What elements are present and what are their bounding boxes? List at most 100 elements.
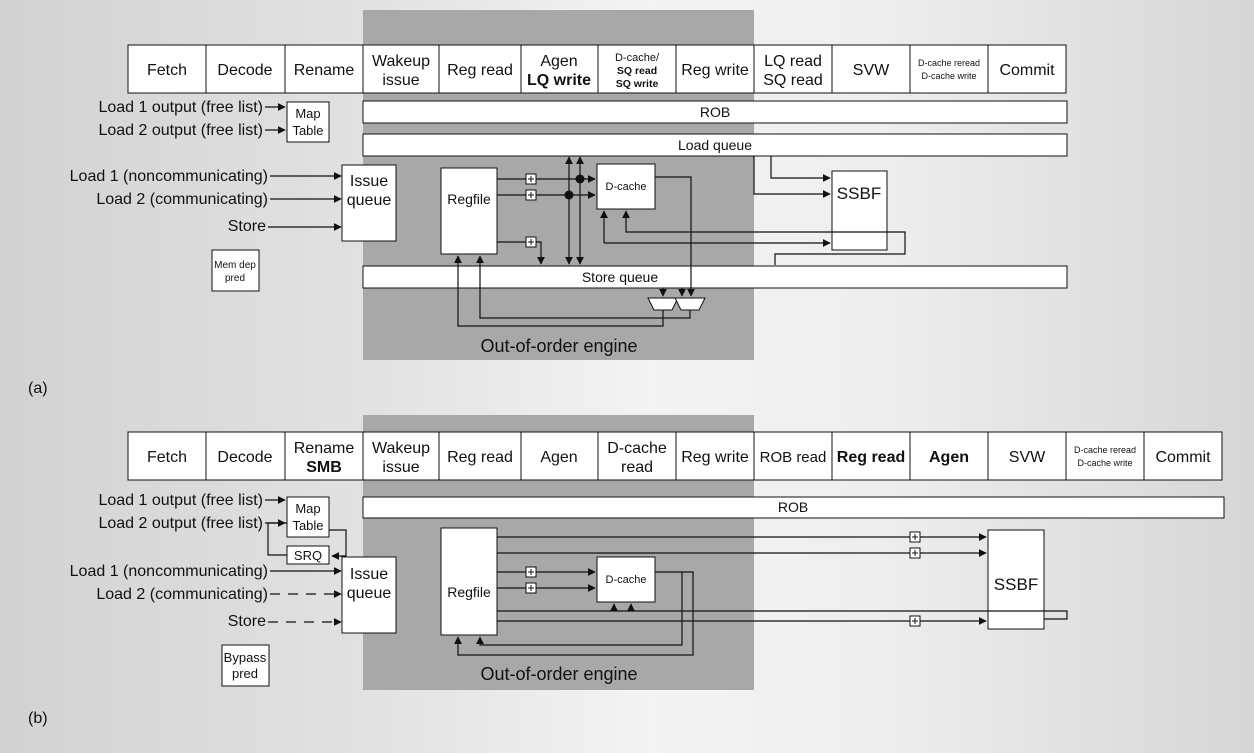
dcache <box>596 163 656 210</box>
map-table-label: Map <box>295 501 320 516</box>
stage-label: Commit <box>999 62 1055 79</box>
stage-label: Agen <box>929 449 969 466</box>
stage-label: SQ read <box>617 65 657 77</box>
stage-label: D-cache write <box>1077 458 1132 468</box>
input-label: Store <box>228 218 266 235</box>
stage-reg-write <box>675 431 755 481</box>
stage-label: Reg write <box>681 449 749 466</box>
stage-label: SQ write <box>616 78 659 90</box>
issue-queue-label: Issue <box>350 173 388 190</box>
map-table-label: Map <box>295 106 320 121</box>
rob-bar <box>362 100 1068 124</box>
stage-dcache-read <box>597 431 677 481</box>
stage-label: Rename <box>294 62 355 79</box>
map-table <box>286 496 330 538</box>
input-label: Load 1 (noncommunicating) <box>70 168 268 185</box>
wires-b <box>454 533 1068 656</box>
regfile-label: Regfile <box>447 584 491 600</box>
load-queue-label: Load queue <box>678 137 752 153</box>
stage-label: D-cache reread <box>918 58 980 68</box>
ssbf-label: SSBF <box>994 575 1038 594</box>
pipeline-stages-b <box>127 431 1223 481</box>
stage-label: read <box>621 459 653 476</box>
input-label: Load 1 output (free list) <box>98 492 263 509</box>
stage-labels-a: Fetch Decode Rename Wakeup issue Reg rea… <box>147 52 1055 90</box>
stage-label: Agen <box>540 449 577 466</box>
stage-label: Reg write <box>681 62 749 79</box>
mem-dep-pred-label: Mem dep <box>214 260 256 271</box>
stage-reg-write <box>675 44 755 94</box>
stage-label: Wakeup <box>372 440 430 457</box>
inputs-b: Load 1 output (free list) Load 2 output … <box>70 492 268 630</box>
input-label: Load 1 output (free list) <box>98 99 263 116</box>
input-label: Load 2 (communicating) <box>96 191 268 208</box>
dcache <box>596 556 656 603</box>
dcache-label: D-cache <box>606 181 647 193</box>
stage-label: SMB <box>306 459 342 476</box>
panel-b: Fetch Decode Rename SMB Wakeup issue Reg… <box>28 415 1225 727</box>
input-label: Store <box>228 613 266 630</box>
stage-agen-lq-write <box>520 44 599 94</box>
stage-label: Commit <box>1155 449 1211 466</box>
panel-label-a: (a) <box>28 380 48 397</box>
issue-queue-label: queue <box>347 585 392 602</box>
stage-label: issue <box>382 72 419 89</box>
stage-label: Rename <box>294 440 355 457</box>
stage-label: Reg read <box>447 449 513 466</box>
stage-label: SVW <box>1009 449 1046 466</box>
input-label: Load 1 (noncommunicating) <box>70 563 268 580</box>
rob-bar <box>362 496 1225 519</box>
issue-queue <box>341 164 397 242</box>
stage-decode <box>205 431 286 481</box>
ooo-engine-label: Out-of-order engine <box>480 664 637 684</box>
stage-wakeup-issue <box>362 431 440 481</box>
store-queue-label: Store queue <box>582 269 658 285</box>
srq-label: SRQ <box>294 548 322 563</box>
regfile <box>440 167 498 255</box>
regfile-label: Regfile <box>447 191 491 207</box>
stage-label: D-cache/ <box>615 52 660 64</box>
stage-rename <box>284 44 364 94</box>
stage-label: Decode <box>217 62 272 79</box>
stage-label: Fetch <box>147 449 187 466</box>
adder-plus-b <box>528 534 918 624</box>
stage-label: Decode <box>217 449 272 466</box>
stage-dcache-reread <box>909 44 989 94</box>
input-label: Load 2 output (free list) <box>98 122 263 139</box>
stage-label: D-cache <box>607 440 667 457</box>
stage-label: D-cache write <box>921 71 976 81</box>
stage-commit <box>987 44 1067 94</box>
ssbf <box>987 529 1045 630</box>
issue-queue <box>341 556 397 634</box>
adder-plus-a <box>528 176 534 245</box>
stage-svw <box>987 431 1067 481</box>
stage-label: SQ read <box>763 72 823 89</box>
input-label: Load 2 (communicating) <box>96 586 268 603</box>
bypass-pred-label: Bypass <box>224 650 267 665</box>
dcache-label: D-cache <box>606 574 647 586</box>
mux-icon <box>674 297 706 311</box>
stage-label: issue <box>382 459 419 476</box>
stage-label: D-cache reread <box>1074 445 1136 455</box>
stage-rename-smb <box>284 431 364 481</box>
bypass-pred-label: pred <box>232 666 258 681</box>
bypass-pred <box>221 644 270 687</box>
panel-a: Fetch Decode Rename Wakeup issue Reg rea… <box>28 10 1068 397</box>
stage-reg-read-2 <box>831 431 911 481</box>
issue-queue-label: Issue <box>350 566 388 583</box>
map-table <box>286 101 330 143</box>
stage-svw <box>831 44 911 94</box>
stage-lq-sq-read <box>753 44 833 94</box>
stage-rob-read <box>753 431 833 481</box>
stage-label: LQ read <box>764 53 822 70</box>
mux-icon <box>647 297 679 311</box>
load-queue-bar <box>362 133 1068 157</box>
regfile <box>440 527 498 636</box>
stage-commit <box>1143 431 1223 481</box>
pipeline-stages-a <box>127 44 1067 94</box>
mem-dep-pred-label: pred <box>225 273 245 284</box>
issue-queue-label: queue <box>347 192 392 209</box>
stage-label: SVW <box>853 62 890 79</box>
stage-fetch <box>127 431 207 481</box>
